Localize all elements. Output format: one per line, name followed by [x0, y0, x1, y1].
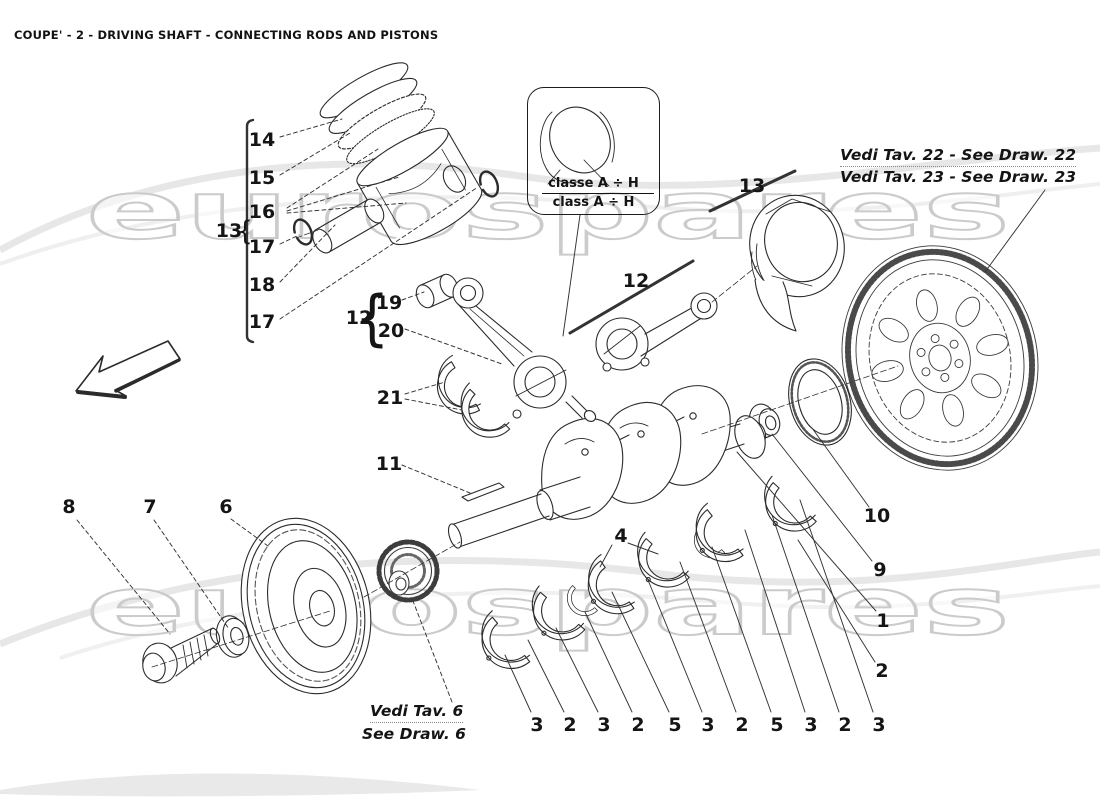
- pulley-bolt: [142, 627, 221, 684]
- main-bearing-shells: [481, 475, 817, 669]
- washer: [215, 615, 250, 658]
- circlip-left: [292, 218, 314, 246]
- conrod-bearing-shells: [436, 354, 511, 438]
- watermark-text: eurospares: [86, 164, 1010, 257]
- leader-lines: [76, 118, 1046, 713]
- seal-ring: [788, 358, 852, 446]
- direction-arrow-icon: [75, 340, 181, 399]
- woodruff-key: [461, 482, 505, 502]
- circlip-right: [478, 170, 500, 198]
- crankshaft: [447, 385, 767, 549]
- connecting-rod-1: [452, 277, 597, 422]
- piston-2: [749, 194, 845, 332]
- class-box-piston-sketch: [539, 106, 615, 187]
- flywheel: [841, 245, 1039, 471]
- crank-pulley: [240, 517, 372, 695]
- connecting-rod-2: [595, 292, 718, 372]
- piston-assembly: [319, 62, 483, 246]
